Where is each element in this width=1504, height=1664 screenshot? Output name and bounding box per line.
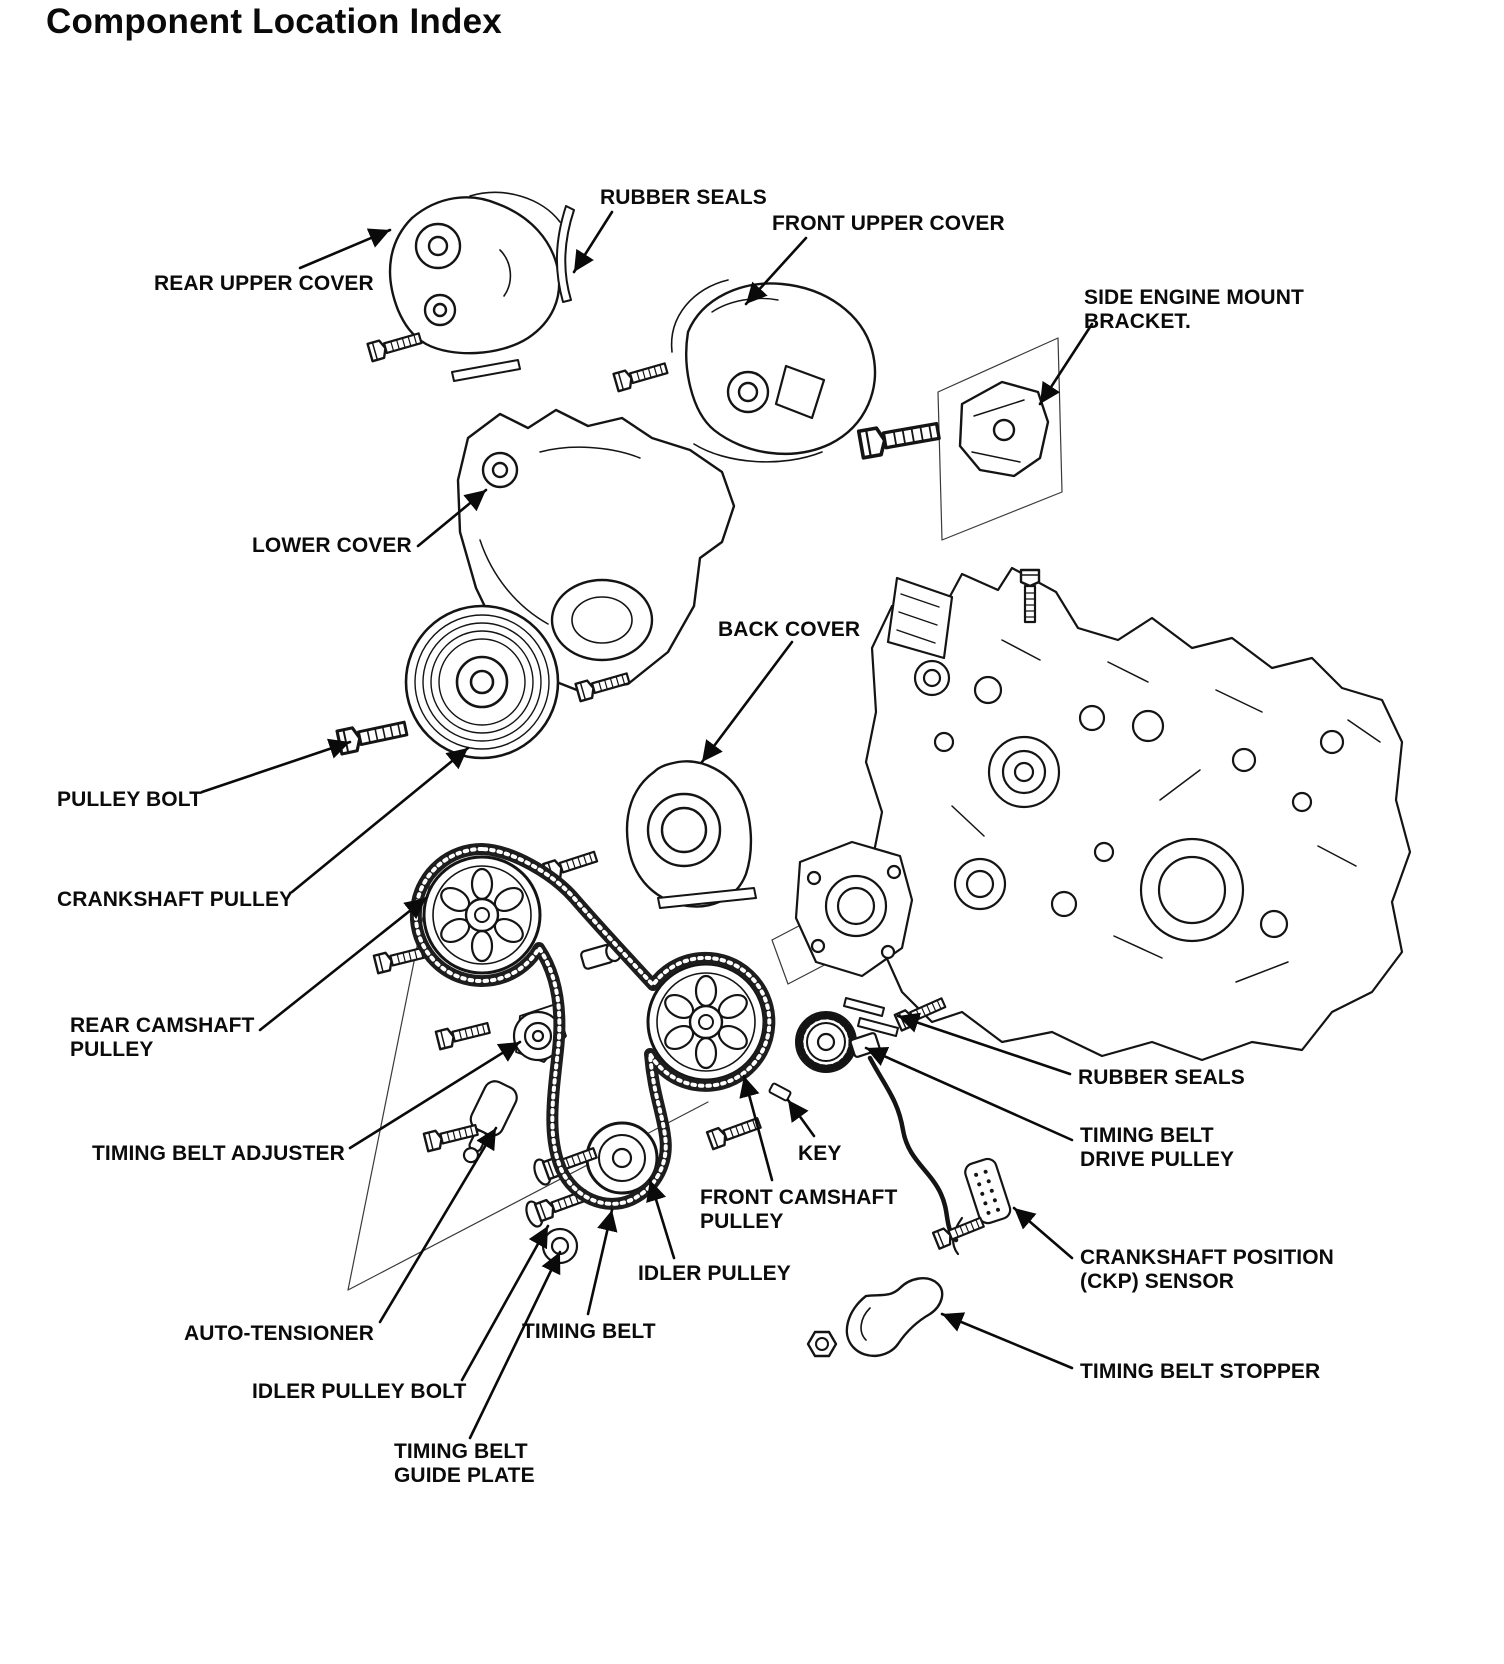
crankshaft-pulley-art [404,604,560,760]
label-front-upper-cover: FRONT UPPER COVER [772,212,1005,235]
label-idler-pulley-bolt: IDLER PULLEY BOLT [252,1380,467,1403]
timing-belt-guide-plate-art [541,1227,579,1265]
mount-bracket-bolt-art [856,415,943,460]
front-upper-cover-art [612,279,877,463]
label-side-engine-mount-bracket: SIDE ENGINE MOUNT BRACKET. [1084,286,1304,333]
rubber-seal-strip-art [556,205,575,303]
ckp-sensor-art [931,1157,1012,1256]
label-auto-tensioner: AUTO-TENSIONER [184,1322,375,1345]
label-timing-belt-drive-pulley: TIMING BELT DRIVE PULLEY [1080,1124,1235,1171]
label-pulley-bolt: PULLEY BOLT [57,788,202,811]
back-cover-art [625,760,757,909]
key-art [768,1082,792,1102]
stopper-nut-art [806,1330,838,1358]
label-rear-upper-cover: REAR UPPER COVER [154,272,374,295]
timing-belt-drive-pulley-art [796,1012,856,1072]
label-back-cover: BACK COVER [718,618,861,641]
drive-backplate-art [794,840,914,978]
side-engine-mount-bracket-art [856,380,1050,478]
label-timing-belt: TIMING BELT [522,1320,656,1343]
harness-art [867,1055,959,1243]
label-rubber-seals-top: RUBBER SEALS [600,186,767,209]
label-timing-belt-guide-plate: TIMING BELT GUIDE PLATE [394,1440,535,1487]
label-timing-belt-adjuster: TIMING BELT ADJUSTER [92,1142,345,1165]
label-timing-belt-stopper: TIMING BELT STOPPER [1080,1360,1321,1383]
leader-lines [200,210,1094,1440]
label-crankshaft-pulley: CRANKSHAFT PULLEY [57,888,294,911]
engine-block-art [864,566,1412,1062]
label-lower-cover: LOWER COVER [252,534,412,557]
label-rubber-seals-right: RUBBER SEALS [1078,1066,1245,1089]
front-camshaft-pulley-art [646,962,766,1082]
auto-tensioner-art [462,1080,518,1164]
timing-belt-art [409,842,776,1210]
label-ckp-sensor: CRANKSHAFT POSITION (CKP) SENSOR [1080,1246,1334,1293]
pulley-bolt-art [335,715,410,756]
label-idler-pulley: IDLER PULLEY [638,1262,791,1285]
label-key: KEY [798,1142,842,1165]
rear-camshaft-pulley-art [422,855,542,975]
label-rear-camshaft-pulley: REAR CAMSHAFT PULLEY [70,1014,255,1061]
rubber-seals-right-art [843,997,899,1037]
rear-upper-cover-art [366,191,575,382]
label-front-camshaft-pulley: FRONT CAMSHAFT PULLEY [700,1186,898,1233]
timing-belt-stopper-art [845,1277,944,1357]
page-title: Component Location Index [46,2,502,41]
